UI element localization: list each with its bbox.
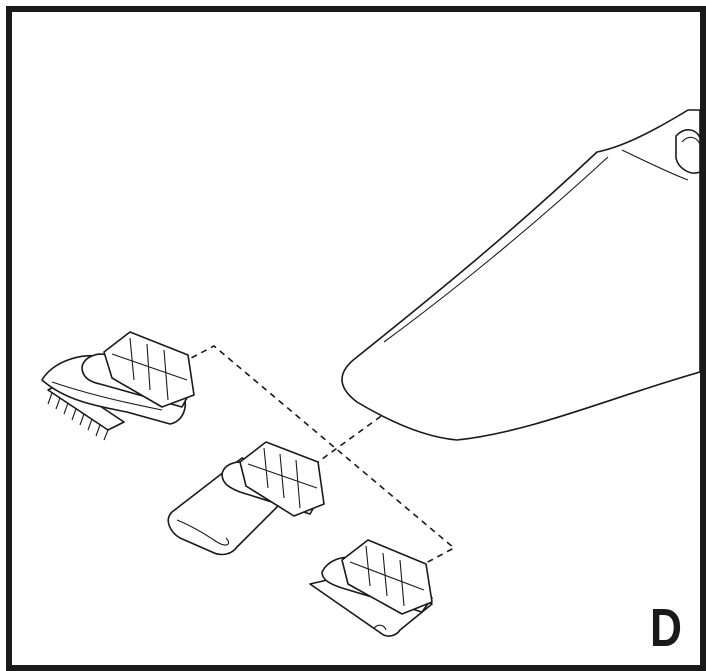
scraper-attachment-illustration bbox=[309, 539, 433, 637]
assembly-diagram bbox=[41, 109, 700, 637]
scraper-connector-ribs bbox=[349, 545, 425, 607]
scraper-connector-head bbox=[341, 539, 433, 615]
vacuum-button-ring bbox=[681, 136, 700, 145]
vacuum-button-icon bbox=[675, 129, 700, 174]
brush-connector-ribs bbox=[111, 337, 188, 401]
vacuum-body-ridge bbox=[383, 156, 609, 343]
guide-brush-to-scraper bbox=[171, 345, 456, 565]
vacuum-body-seam bbox=[621, 149, 689, 181]
brush-attachment-illustration bbox=[41, 331, 195, 441]
guide-crevice-to-nozzle bbox=[295, 413, 385, 479]
crevice-attachment-illustration bbox=[167, 441, 325, 556]
panel-label: D bbox=[650, 598, 682, 658]
crevice-connector-ribs bbox=[247, 447, 318, 509]
assembly-guide-lines bbox=[171, 345, 456, 565]
figure-frame: D bbox=[6, 6, 706, 671]
scraper-blade-notch bbox=[373, 624, 387, 631]
vacuum-nozzle-illustration bbox=[341, 109, 700, 441]
brush-bristle-lines bbox=[47, 392, 109, 441]
brush-plate-rim bbox=[51, 381, 163, 411]
crevice-tube-opening bbox=[176, 519, 230, 546]
vacuum-body-outline bbox=[341, 109, 700, 441]
